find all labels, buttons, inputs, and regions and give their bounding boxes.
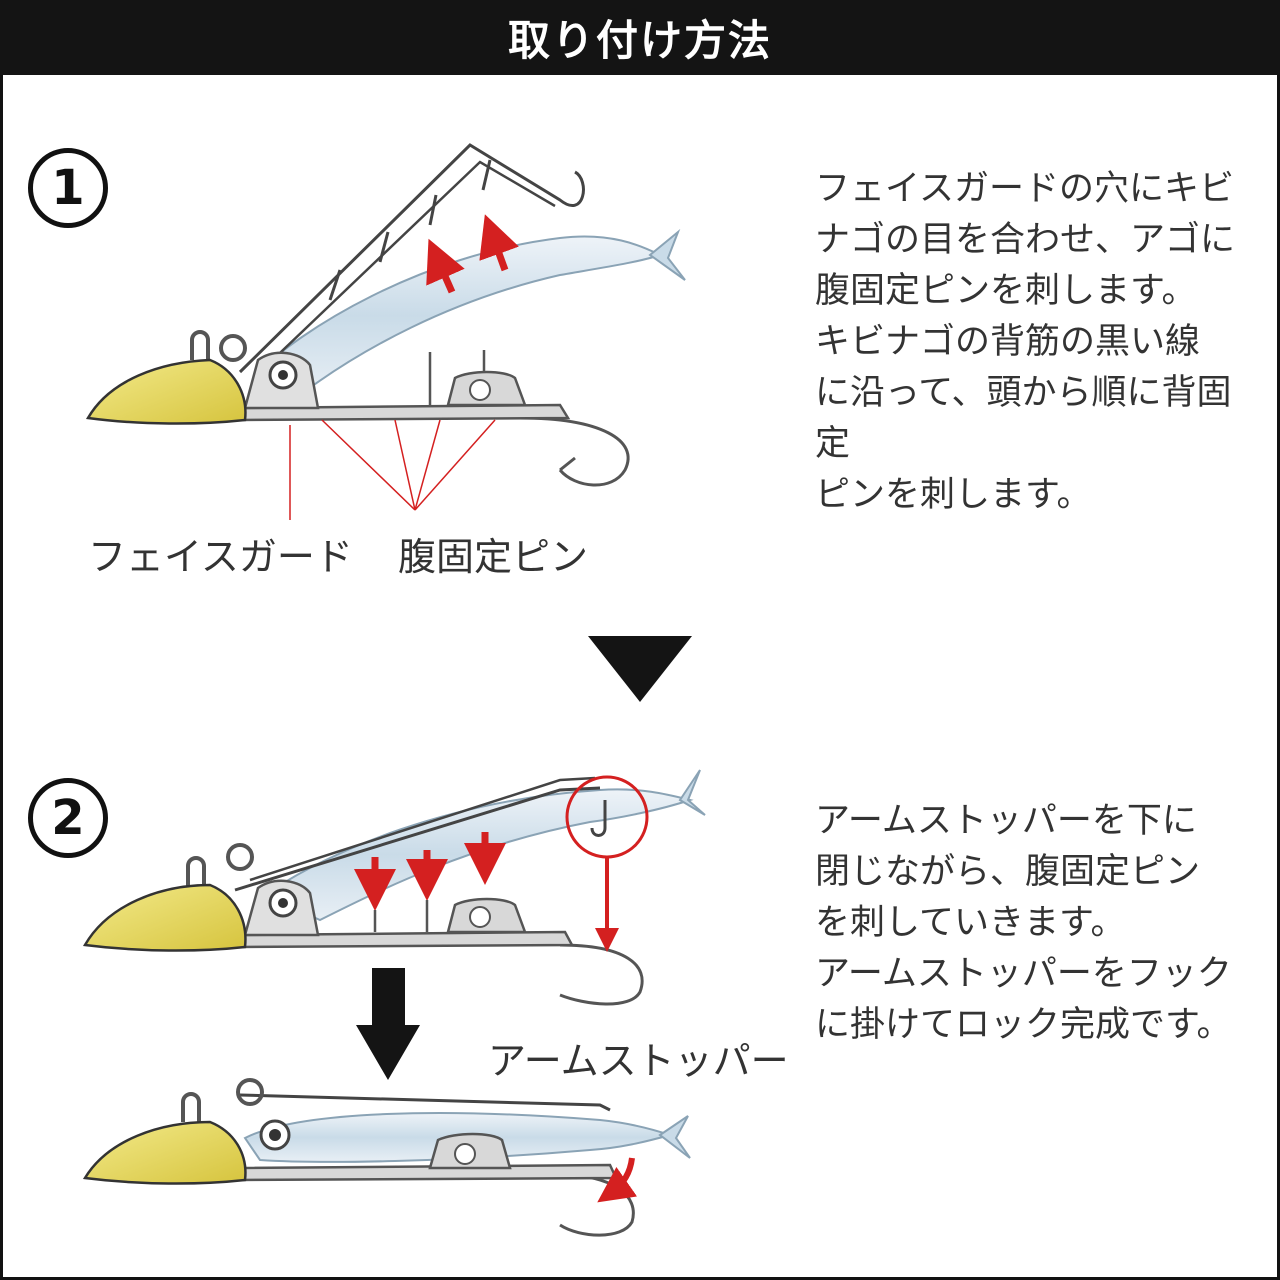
- step-1-description: フェイスガードの穴にキビ ナゴの目を合わせ、アゴに 腹固定ピンを刺します。 キビ…: [815, 169, 1236, 515]
- next-step-triangle-icon: [588, 636, 692, 702]
- arrow-up-icon: [426, 238, 465, 294]
- lock-arrow-icon: [597, 1157, 638, 1203]
- step-1-illustration: [85, 143, 686, 520]
- step-2-number: 2: [28, 778, 108, 858]
- fish-tail: [648, 228, 686, 281]
- fish-body: [253, 235, 663, 397]
- step-2-illustration: [82, 769, 706, 1006]
- final-illustration: [82, 1078, 691, 1237]
- label-face-guard: フェイスガード: [88, 535, 353, 579]
- hook-icon: [559, 943, 644, 1006]
- step-1-number: 1: [28, 148, 108, 228]
- page-title: 取り付け方法: [0, 0, 1280, 75]
- hook-icon: [519, 416, 630, 487]
- arm-wire: [238, 143, 585, 374]
- page-title-text: 取り付け方法: [507, 16, 772, 65]
- eyelet-icon: [190, 330, 210, 362]
- label-arm-stopper: アームストッパー: [488, 1039, 789, 1083]
- arrow-up-icon: [479, 214, 519, 272]
- jig-head: [82, 883, 247, 952]
- jig-head: [85, 358, 247, 425]
- down-arrow-icon: [356, 968, 420, 1080]
- label-belly-pin: 腹固定ピン: [398, 535, 589, 579]
- jig-head: [82, 1120, 247, 1185]
- step-2-description: アームストッパーを下に 閉じながら、腹固定ピン を刺していきます。 アームストッ…: [815, 801, 1232, 1045]
